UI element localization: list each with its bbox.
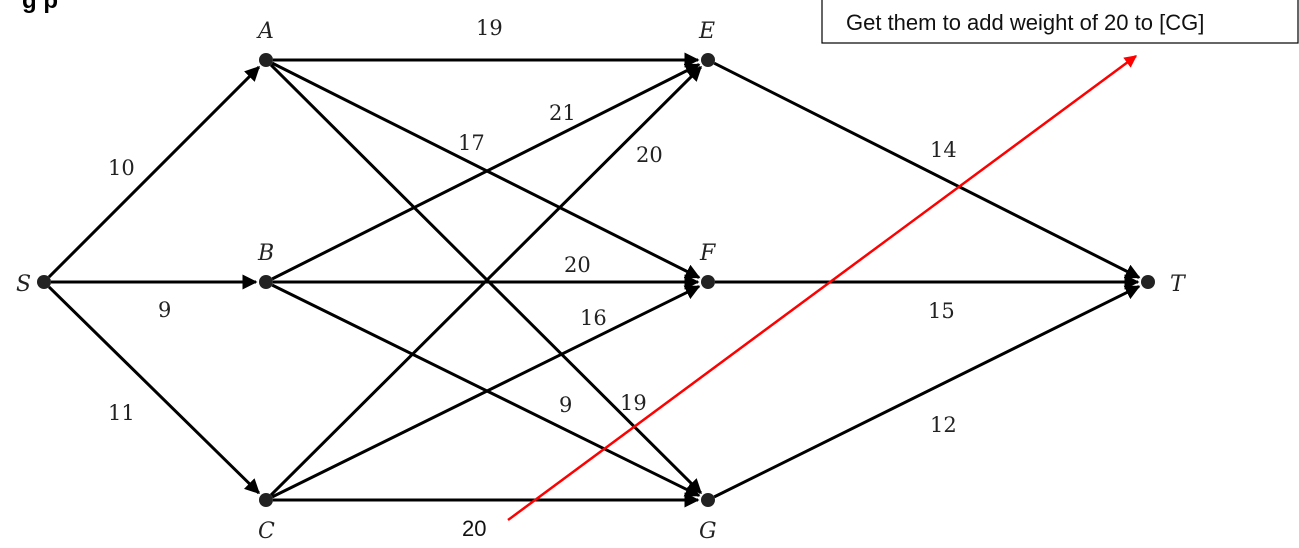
annotation-arrow <box>507 54 1138 522</box>
annotation-callout: Get them to add weight of 20 to [CG] <box>821 0 1299 44</box>
edge-b-e <box>271 63 701 281</box>
added-weight-label: 20 <box>462 516 486 541</box>
node-b <box>259 275 273 289</box>
node-g <box>701 493 715 507</box>
edge-weight-a-e: 19 <box>476 16 503 40</box>
edge-weight-a-f: 17 <box>458 131 485 155</box>
annotation-box <box>821 0 1299 44</box>
node-f <box>701 275 715 289</box>
edge-weight-c-f: 16 <box>580 306 607 330</box>
heading-fragment: g p <box>22 0 58 14</box>
edge-weight-b-f: 20 <box>564 253 591 277</box>
edge-weight-s-c: 11 <box>108 401 135 425</box>
node-label-a: A <box>256 19 274 44</box>
edge-weight-c-e: 20 <box>636 143 663 167</box>
node-label-f: F <box>699 241 716 266</box>
node-label-g: G <box>699 519 717 544</box>
edge-e-t <box>713 61 1141 279</box>
edge-weight-b-g: 9 <box>559 393 572 417</box>
node-s <box>37 275 51 289</box>
edge-weight-a-g: 19 <box>620 391 647 415</box>
edge-s-c <box>47 285 260 495</box>
edge-weight-g-t: 12 <box>930 413 957 437</box>
node-label-b: B <box>257 241 274 266</box>
edge-weight-s-a: 10 <box>108 156 135 180</box>
annotation-note: Get them to add weight of 20 to [CG] <box>846 10 1204 35</box>
edge-weight-s-b: 9 <box>158 298 171 322</box>
nodes-layer <box>37 53 1155 507</box>
edge-g-t <box>713 285 1141 499</box>
edge-weight-f-t: 15 <box>928 299 955 323</box>
node-a <box>259 53 273 67</box>
edges-layer <box>47 52 1141 508</box>
node-t <box>1141 275 1155 289</box>
edge-s-a <box>47 66 260 279</box>
node-label-t: T <box>1170 272 1187 297</box>
node-label-s: S <box>16 272 31 297</box>
node-e <box>701 53 715 67</box>
node-labels-layer: S A B C E F G T <box>16 19 1187 544</box>
edge-weight-e-t: 14 <box>930 138 957 162</box>
edge-c-f <box>271 285 701 499</box>
edge-c-e <box>269 65 702 497</box>
node-label-e: E <box>698 19 715 44</box>
node-label-c: C <box>258 519 275 544</box>
edge-weight-b-e: 21 <box>549 101 576 125</box>
edge-labels-layer: 10 9 11 19 17 19 21 20 9 20 16 14 15 12 <box>108 16 957 437</box>
node-c <box>259 493 273 507</box>
